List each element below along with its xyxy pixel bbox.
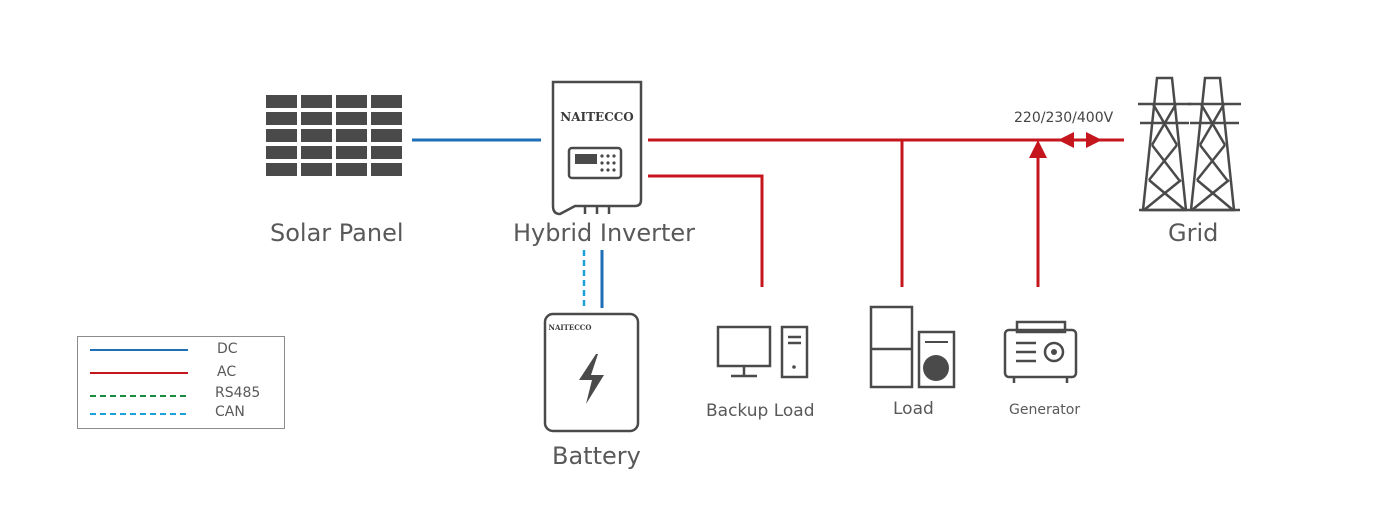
label-hybrid-inverter: Hybrid Inverter	[513, 219, 696, 247]
grid-arrow-right	[1086, 132, 1102, 148]
label-load: Load	[893, 399, 934, 419]
generator-icon	[1003, 320, 1078, 383]
battery-icon	[543, 312, 640, 433]
ac-lines	[648, 138, 1124, 287]
legend-label-can: CAN	[215, 404, 245, 420]
label-generator: Generator	[1009, 402, 1081, 418]
backup-load-led	[792, 365, 796, 369]
legend	[77, 336, 285, 429]
generator-dial-center	[1051, 349, 1057, 355]
label-solar-panel: Solar Panel	[270, 219, 404, 247]
label-backup-load: Backup Load	[706, 401, 815, 421]
legend-label-rs485: RS485	[215, 385, 261, 401]
backup-load-icon	[716, 325, 809, 379]
load-washer-drum	[923, 355, 949, 381]
load-icon	[869, 305, 956, 389]
grid-tower-icon	[1138, 76, 1241, 212]
legend-label-dc: DC	[217, 341, 238, 357]
battery-brand-logo: NAITECCO	[549, 323, 592, 332]
label-grid: Grid	[1168, 219, 1219, 247]
label-battery: Battery	[552, 442, 641, 470]
solar-panel-icon	[266, 95, 402, 176]
label-grid-voltage: 220/230/400V	[1014, 110, 1114, 126]
generator-arrow-head	[1029, 140, 1047, 158]
grid-arrow-left	[1058, 132, 1074, 148]
legend-label-ac: AC	[217, 364, 237, 380]
inverter-brand-logo: NAITECCO	[560, 110, 634, 124]
inverter-icon	[551, 80, 643, 216]
